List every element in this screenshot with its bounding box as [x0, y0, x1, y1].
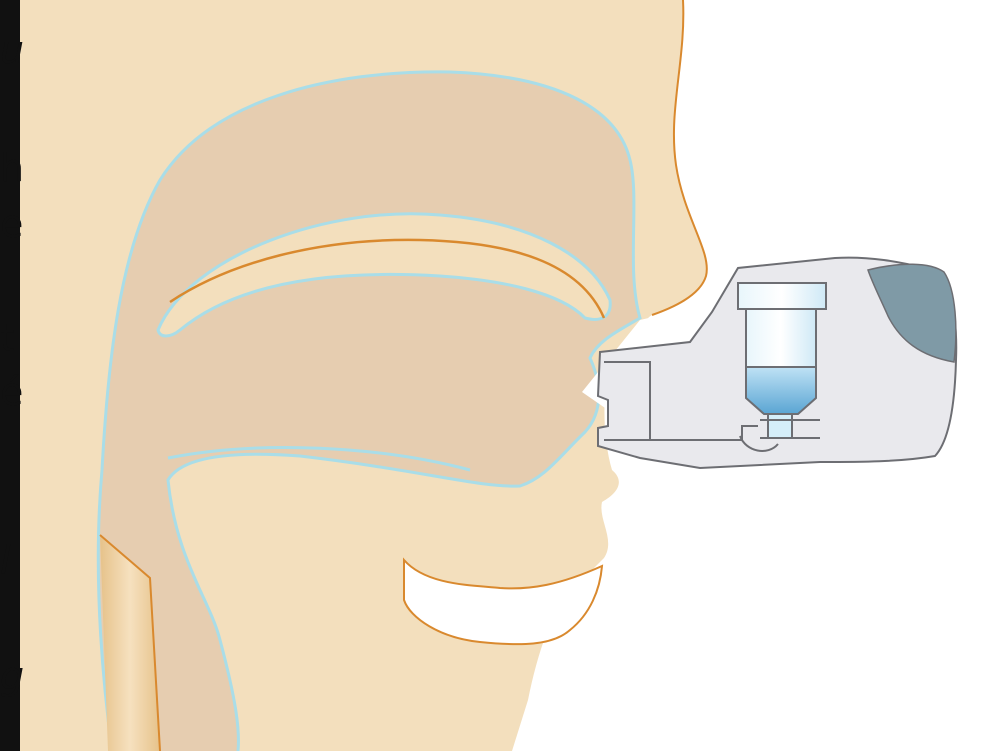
text-fragment-1: u — [0, 30, 24, 70]
text-fragment-7: g — [0, 656, 24, 696]
text-fragment-2: h — [0, 148, 24, 188]
text-fragment-4: t — [0, 318, 15, 358]
text-fragment-3: e — [0, 204, 23, 244]
text-fragment-5: é — [0, 372, 23, 412]
vial-stem — [768, 414, 792, 438]
vial-liquid — [746, 367, 816, 414]
vial-body — [746, 309, 816, 367]
text-fragment-6: l — [0, 540, 11, 580]
vial-top — [738, 283, 826, 309]
